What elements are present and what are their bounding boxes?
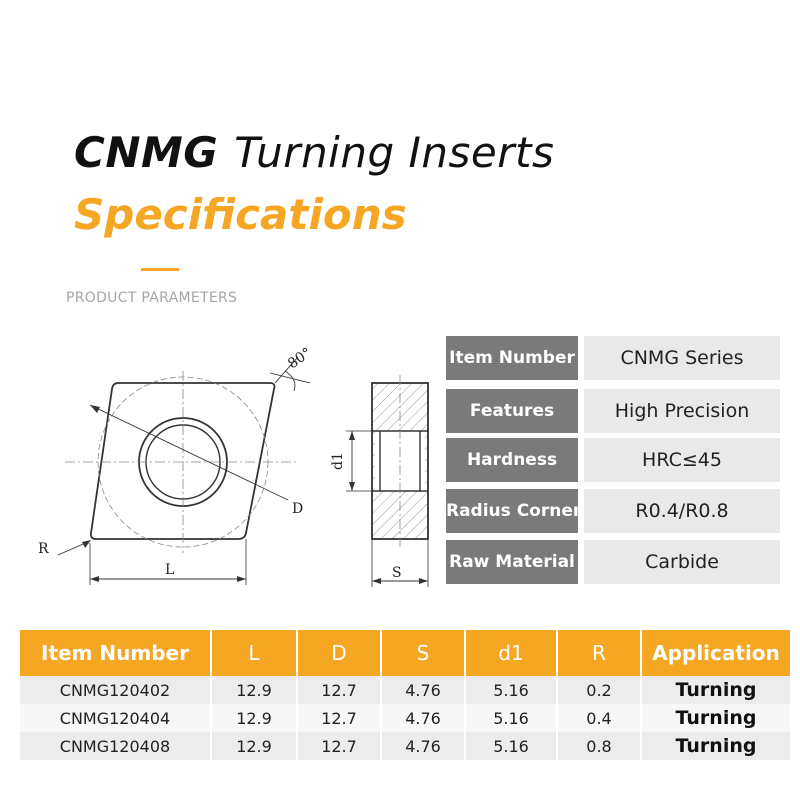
cell-l: 12.9	[212, 704, 298, 732]
cell-d: 12.7	[298, 676, 382, 704]
column-header: Application	[642, 630, 792, 676]
dimension-label-s: S	[392, 565, 402, 581]
insert-technical-drawing: 80° R L D d1 S	[38, 345, 429, 587]
title-bold: CNMG	[74, 128, 219, 177]
cell-application: Turning	[642, 704, 792, 732]
spec-row: Hardness HRC≤45	[446, 438, 780, 482]
column-header: L	[212, 630, 298, 676]
spec-value: Carbide	[584, 540, 780, 584]
table-row: CNMG120404 12.9 12.7 4.76 5.16 0.4 Turni…	[20, 704, 792, 732]
cell-l: 12.9	[212, 732, 298, 760]
cell-r: 0.4	[558, 704, 642, 732]
column-header: R	[558, 630, 642, 676]
column-header: Item Number	[20, 630, 212, 676]
table-header-row: Item Number L D S d1 R Application	[20, 630, 792, 676]
cell-item-number: CNMG120402	[20, 676, 212, 704]
cell-d1: 5.16	[466, 732, 558, 760]
page-title: CNMG Turning Inserts	[74, 128, 554, 177]
cell-application: Turning	[642, 676, 792, 704]
cell-d: 12.7	[298, 732, 382, 760]
spec-key: Hardness	[446, 438, 578, 482]
dimension-label-d1: d1	[330, 452, 346, 470]
column-header: D	[298, 630, 382, 676]
cell-r: 0.8	[558, 732, 642, 760]
dimension-label-d: D	[292, 501, 303, 517]
cell-item-number: CNMG120408	[20, 732, 212, 760]
table-row: CNMG120402 12.9 12.7 4.76 5.16 0.2 Turni…	[20, 676, 792, 704]
cell-l: 12.9	[212, 676, 298, 704]
cell-s: 4.76	[382, 704, 466, 732]
insert-front-view	[57, 356, 311, 585]
spec-value: R0.4/R0.8	[584, 489, 780, 533]
dimension-label-r: R	[38, 541, 49, 557]
spec-row: Features High Precision	[446, 389, 780, 433]
spec-key: Radius Corner	[446, 489, 578, 533]
spec-value: High Precision	[584, 389, 780, 433]
section-label: PRODUCT PARAMETERS	[66, 290, 238, 306]
cell-application: Turning	[642, 732, 792, 760]
spec-key: Raw Material	[446, 540, 578, 584]
cell-s: 4.76	[382, 676, 466, 704]
spec-key: Item Number	[446, 336, 578, 380]
dimension-label-l: L	[165, 562, 174, 578]
spec-row: Radius Corner R0.4/R0.8	[446, 489, 780, 533]
column-header: S	[382, 630, 466, 676]
spec-value: HRC≤45	[584, 438, 780, 482]
cell-d: 12.7	[298, 704, 382, 732]
cell-d1: 5.16	[466, 704, 558, 732]
angle-label: 80°	[285, 345, 315, 372]
accent-divider	[141, 268, 179, 271]
page-subtitle: Specifications	[74, 190, 407, 239]
table-row: CNMG120408 12.9 12.7 4.76 5.16 0.8 Turni…	[20, 732, 792, 760]
cell-d1: 5.16	[466, 676, 558, 704]
spec-row: Item Number CNMG Series	[446, 336, 780, 380]
spec-value: CNMG Series	[584, 336, 780, 380]
cell-item-number: CNMG120404	[20, 704, 212, 732]
title-rest: Turning Inserts	[234, 128, 555, 177]
spec-key: Features	[446, 389, 578, 433]
column-header: d1	[466, 630, 558, 676]
cell-r: 0.2	[558, 676, 642, 704]
insert-side-view	[346, 375, 429, 587]
dimension-table: Item Number L D S d1 R Application CNMG1…	[20, 630, 792, 760]
spec-row: Raw Material Carbide	[446, 540, 780, 584]
cell-s: 4.76	[382, 732, 466, 760]
